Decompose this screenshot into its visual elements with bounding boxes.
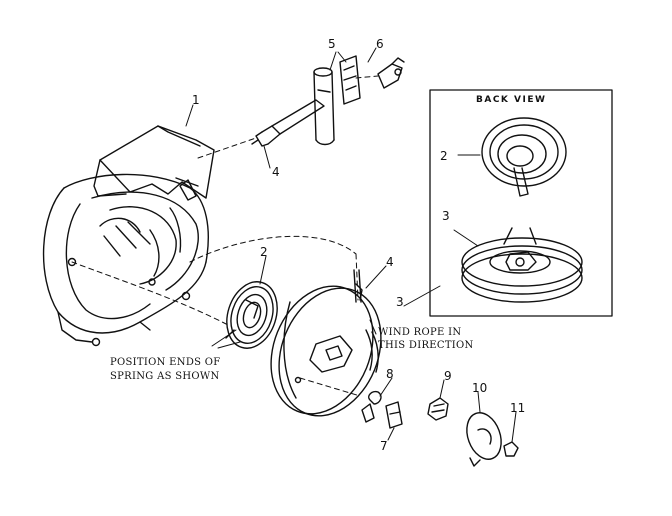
retainer	[466, 412, 502, 467]
rope-note-line2: THIS DIRECTION	[378, 340, 474, 351]
pawl	[385, 401, 403, 429]
handle-clip	[339, 55, 405, 105]
starter-rope	[353, 269, 362, 303]
spring-note-line1: POSITION ENDS OF	[110, 357, 221, 368]
recoil-spring	[225, 281, 278, 349]
callout-2-main: 2	[260, 245, 268, 259]
callout-7: 7	[380, 439, 388, 453]
leader-lines	[185, 47, 517, 443]
nut	[427, 397, 449, 421]
callout-5: 5	[328, 37, 336, 51]
callout-3-main: 3	[396, 295, 404, 309]
callout-1: 1	[192, 93, 200, 107]
callout-11: 11	[510, 401, 526, 415]
callout-8: 8	[386, 367, 394, 381]
callout-4-main: 4	[386, 255, 394, 269]
rope-note-line1: WIND ROPE IN	[378, 327, 462, 338]
housing	[42, 125, 215, 347]
locknut	[503, 441, 519, 457]
callout-10: 10	[472, 381, 488, 395]
callout-9: 9	[444, 369, 452, 383]
callout-4-upper: 4	[272, 165, 280, 179]
assembly-lines	[71, 75, 379, 397]
callout-2-inset: 2	[440, 149, 448, 163]
screw	[361, 390, 382, 423]
callout-3-inset: 3	[442, 209, 450, 223]
back-view-inset	[429, 89, 613, 317]
callout-6: 6	[376, 37, 384, 51]
inset-title: BACK VIEW	[476, 95, 547, 105]
spring-note-line2: SPRING AS SHOWN	[110, 371, 220, 382]
starter-handle	[251, 67, 335, 147]
